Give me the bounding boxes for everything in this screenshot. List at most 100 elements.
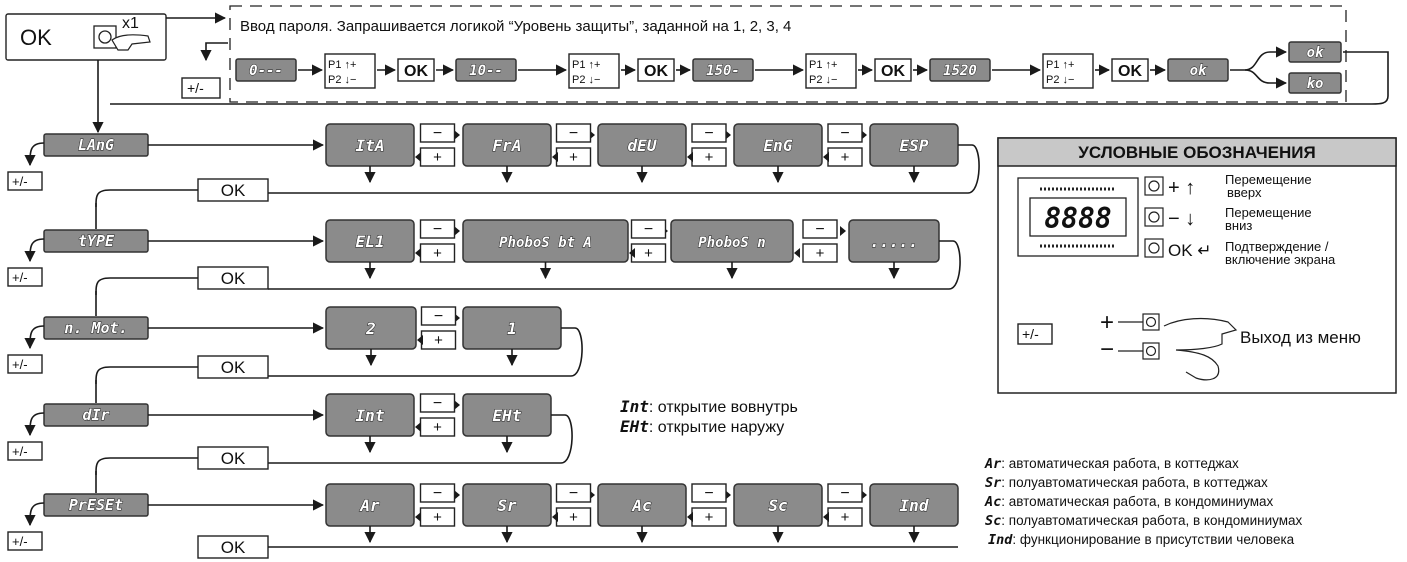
minus-button-0-3[interactable] [827, 123, 863, 143]
menu-exit-button-1[interactable] [7, 267, 43, 287]
legend-down-symbol: − ↓ [1168, 208, 1195, 230]
legend-up-line1: Перемещение [1225, 172, 1312, 187]
svg-text:ok: ok [1190, 63, 1207, 79]
menu-exit-label-0: +/- [12, 174, 28, 189]
minus-button-4-0[interactable] [419, 483, 456, 503]
plus-label-1-0: + [433, 245, 442, 262]
plus-button-1-2[interactable] [802, 243, 838, 263]
menu-exit-label-1: +/- [12, 270, 28, 285]
minus-button-1-1[interactable] [630, 219, 667, 239]
minus-label-4-2: − [704, 485, 713, 502]
plus-label-4-1: + [569, 509, 578, 526]
minus-label-2-0: − [434, 308, 443, 325]
option-text-3-1: EHt [493, 406, 522, 425]
ok-btn-2[interactable]: OK [874, 58, 912, 82]
option-text-4-4: Ind [900, 496, 929, 515]
result-ko: ko [1288, 72, 1342, 94]
legend-display: 8888 [1017, 177, 1139, 257]
minus-button-1-2[interactable] [802, 219, 838, 239]
p1p2-box-0: P1 ↑+ P2 ↓− [324, 53, 376, 89]
option-text-1-0: EL1 [356, 232, 385, 251]
result-ok: ok [1288, 41, 1342, 63]
legend-down-line1: Перемещение [1225, 205, 1312, 220]
minus-button-0-1[interactable] [555, 123, 592, 143]
menu-lcd-text-3: dIr [82, 406, 109, 424]
ok-btn-3[interactable]: OK [1111, 58, 1149, 82]
plus-label-1-2: + [816, 245, 825, 262]
password-exit-button[interactable] [181, 77, 221, 99]
minus-button-4-1[interactable] [555, 483, 592, 503]
legend-ok-button-icon [1144, 238, 1164, 258]
plus-label-4-0: + [433, 509, 442, 526]
menu-exit-label-4: +/- [12, 534, 28, 549]
minus-button-0-0[interactable] [419, 123, 456, 143]
legend-down-button-icon [1144, 207, 1164, 227]
minus-label-4-3: − [840, 485, 849, 502]
plus-label-1-1: + [644, 245, 653, 262]
legend-plusminus-label: +/- [1022, 326, 1039, 342]
hand-button-icon [93, 25, 151, 51]
legend-ok-line2: включение экрана [1225, 252, 1336, 267]
minus-label-3-0: − [433, 395, 442, 412]
hand-icon [1163, 317, 1238, 381]
dir-note-eht: EHt: открытие наружу [620, 417, 784, 436]
menu-row-2: n. Mot.+/-2−+1OK [7, 306, 583, 403]
legend-ok-line1: Подтверждение / [1225, 239, 1329, 254]
legend-ok-symbol: OK ↵ [1168, 241, 1212, 260]
option-text-4-3: Sc [768, 496, 788, 515]
svg-text:P1 ↑+: P1 ↑+ [572, 59, 600, 71]
menu-rows: LAnG+/-ItA−+FrA−+dEU−+EnG−+ESPOKtYPE+/-E… [7, 123, 980, 559]
minus-label-1-0: − [433, 221, 442, 238]
ok-btn-0[interactable]: OK [397, 58, 435, 82]
svg-text:P1 ↑+: P1 ↑+ [809, 59, 837, 71]
preset-notes: Ar: автоматическая работа, в коттеджах S… [984, 456, 1303, 548]
password-section: OK x1 Ввод пароля. Запрашивается логикой… [5, 5, 1389, 134]
legend-exit-text: Выход из меню [1240, 328, 1361, 347]
step-0-text: 0--- [249, 63, 283, 79]
svg-text:P2 ↓−: P2 ↓− [1046, 74, 1074, 86]
menu-lcd-text-0: LAnG [78, 136, 114, 154]
legend-exit-minus: − [1100, 336, 1114, 363]
minus-button-4-2[interactable] [691, 483, 727, 503]
legend-title: УСЛОВНЫЕ ОБОЗНАЧЕНИЯ [1078, 143, 1315, 162]
legend-exit-plus: + [1100, 309, 1114, 336]
dir-note-int: Int: открытие вовнутрь [620, 397, 798, 416]
password-exit-label: +/- [187, 80, 204, 96]
svg-text:P2 ↓−: P2 ↓− [328, 74, 356, 86]
dir-notes: Int: открытие вовнутрь EHt: открытие нар… [620, 397, 798, 436]
menu-exit-button-0[interactable] [7, 171, 43, 191]
menu-exit-button-3[interactable] [7, 441, 43, 461]
minus-button-3-0[interactable] [419, 393, 456, 413]
option-text-1-2: PhoboS n [698, 235, 765, 251]
minus-button-1-0[interactable] [419, 219, 456, 239]
svg-text:OK: OK [881, 63, 905, 80]
minus-button-0-2[interactable] [691, 123, 727, 143]
menu-lcd-text-2: n. Mot. [64, 319, 127, 337]
option-text-1-3: ..... [870, 232, 918, 251]
menu-exit-label-3: +/- [12, 444, 28, 459]
svg-text:10--: 10-- [469, 63, 503, 79]
minus-label-4-1: − [569, 485, 578, 502]
legend-up-line2: вверх [1227, 185, 1262, 200]
minus-label-0-0: − [433, 125, 442, 142]
preset-note-sr: Sr: полуавтоматическая работа, в коттедж… [985, 475, 1268, 491]
option-text-0-4: ESP [900, 136, 929, 155]
minus-button-2-0[interactable] [420, 306, 457, 326]
svg-text:OK: OK [404, 63, 428, 80]
menu-lcd-text-4: PrESEt [69, 496, 123, 514]
option-text-4-0: Ar [359, 496, 380, 515]
preset-note-ac: Ac: автоматическая работа, в кондоминиум… [984, 494, 1274, 510]
minus-label-1-2: − [815, 221, 824, 238]
menu-exit-button-2[interactable] [7, 354, 43, 374]
minus-label-0-2: − [704, 125, 713, 142]
menu-exit-button-4[interactable] [7, 531, 43, 551]
svg-text:150-: 150- [706, 63, 740, 79]
plus-label-0-3: + [841, 149, 850, 166]
option-text-0-1: FrA [493, 136, 522, 155]
password-dashed-frame [229, 5, 1347, 103]
ok-btn-1[interactable]: OK [637, 58, 675, 82]
minus-button-4-3[interactable] [827, 483, 863, 503]
